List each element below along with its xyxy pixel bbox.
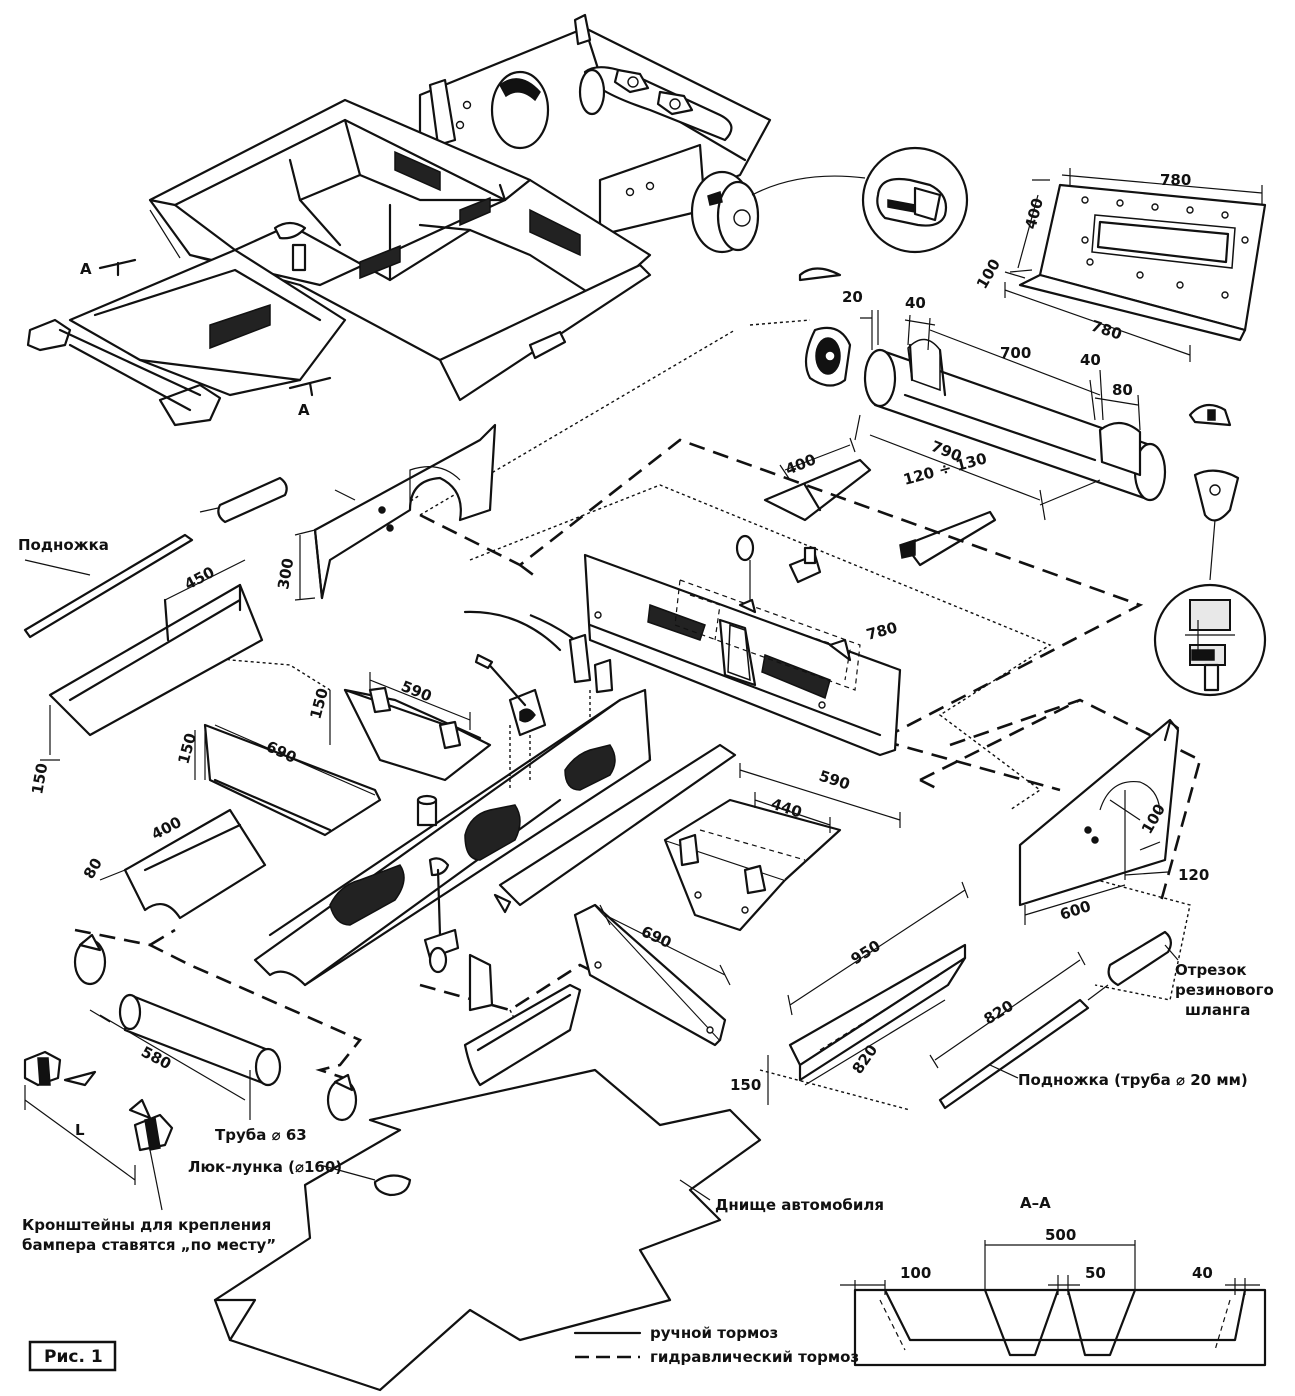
plate-part-690: 690 150: [174, 723, 382, 837]
footrest-right-label: Подножка (труба ⌀ 20 мм): [1018, 1071, 1248, 1089]
side-panel-right: 600 100 120: [1018, 718, 1209, 925]
floor-label: Днище автомобиля: [715, 1196, 884, 1214]
dim-20: 20: [842, 288, 863, 306]
figure-label: Рис. 1: [44, 1347, 103, 1367]
length-L: L: [75, 1121, 85, 1139]
tube-part-63: 580 Труба ⌀ 63: [89, 993, 307, 1144]
small-channel-part: [463, 983, 582, 1087]
dim-590: 590: [399, 677, 435, 705]
dim-780: 780: [1160, 171, 1191, 189]
hose-label-3: шланга: [1185, 1001, 1250, 1019]
section-marker-bottom: А: [288, 376, 332, 419]
channel-part-590-440: 590 440: [663, 763, 901, 932]
dim-40: 40: [905, 294, 926, 312]
section-letter: А: [298, 401, 310, 419]
bushing-detail-callout: [751, 146, 969, 254]
pipe63-label: Труба ⌀ 63: [215, 1126, 307, 1144]
axle-tube-part: 20 40 700 40 80 790 120 ÷ 130: [798, 267, 1240, 522]
angle-bar-950: 950 820 150: [730, 881, 969, 1105]
footrest-label: Подножка: [18, 536, 109, 554]
dim-300: 300: [274, 557, 297, 591]
dim-150: 150: [306, 686, 331, 721]
section-dim-50: 50: [1085, 1264, 1106, 1282]
section-title: А–А: [1020, 1194, 1051, 1212]
section-a-a: А–А 500 100 50 40: [840, 1194, 1267, 1367]
car-floor-outline: Люк-лунка (⌀160) Днище автомобиля: [188, 1068, 884, 1392]
hatch-label: Люк-лунка (⌀160): [188, 1158, 342, 1176]
dim-400: 400: [1021, 196, 1046, 231]
hose-label-2: резинового: [1175, 981, 1274, 999]
hose-clamps: [73, 933, 358, 1122]
dim-80: 80: [1112, 381, 1133, 399]
hose-label-1: Отрезок: [1175, 961, 1247, 979]
section-dim-40: 40: [1192, 1264, 1213, 1282]
footrest-rod-left: Подножка: [18, 476, 288, 639]
hydraulic-brake-lines: [74, 438, 1202, 1082]
legend-hydraulic-brake: гидравлический тормоз: [650, 1348, 859, 1366]
dim-600: 600: [1058, 897, 1093, 924]
dim-80: 80: [80, 855, 106, 882]
central-tunnel-part: [253, 610, 737, 1012]
dim-950: 950: [848, 937, 884, 969]
section-marker-top: А: [80, 258, 137, 278]
dim-590: 590: [817, 767, 852, 794]
brackets-label-2: бампера ставятся „по месту”: [22, 1236, 276, 1254]
side-panel-left: 300: [274, 423, 497, 601]
rear-cross-panel: 780: [583, 534, 902, 757]
dim-150: 150: [174, 731, 199, 766]
footrest-rod-right: 820 Подножка (труба ⌀ 20 мм) Отрезок рез…: [929, 930, 1274, 1110]
dim-780: 780: [1089, 317, 1124, 344]
seat-plate-part: 780 400 100 780: [973, 168, 1267, 362]
dim-150: 150: [730, 1076, 761, 1094]
angle-bar-450: 450 150: [28, 559, 264, 796]
dim-400: 400: [783, 450, 819, 478]
section-dim-500: 500: [1045, 1226, 1076, 1244]
brackets-label-1: Кронштейны для крепления: [22, 1216, 271, 1234]
bolt-section-callout: [1153, 519, 1267, 697]
figure-label-box: Рис. 1: [28, 1340, 117, 1372]
section-dim-100: 100: [900, 1264, 931, 1282]
handbrake-guides: [509, 690, 591, 790]
dim-780: 780: [864, 618, 899, 643]
dim-150: 150: [28, 762, 51, 796]
channel-part-590: 590 150: [306, 672, 492, 782]
dim-820: 820: [981, 997, 1017, 1029]
legend-hand-brake: ручной тормоз: [650, 1324, 778, 1342]
legend: ручной тормоз гидравлический тормоз: [573, 1324, 859, 1366]
profile-part-400: 400 80: [80, 808, 267, 920]
dim-450: 450: [181, 563, 217, 594]
section-letter: А: [80, 260, 92, 278]
bumper-brackets: L Кронштейны для крепления бампера ставя…: [22, 1050, 276, 1254]
dim-700: 700: [1000, 344, 1031, 362]
assembled-body-frame: [26, 13, 772, 427]
dim-120: 120: [1178, 866, 1209, 884]
dim-100: 100: [973, 256, 1004, 292]
plate-part-690-right: 690: [573, 903, 731, 1047]
dim-40: 40: [1080, 351, 1101, 369]
